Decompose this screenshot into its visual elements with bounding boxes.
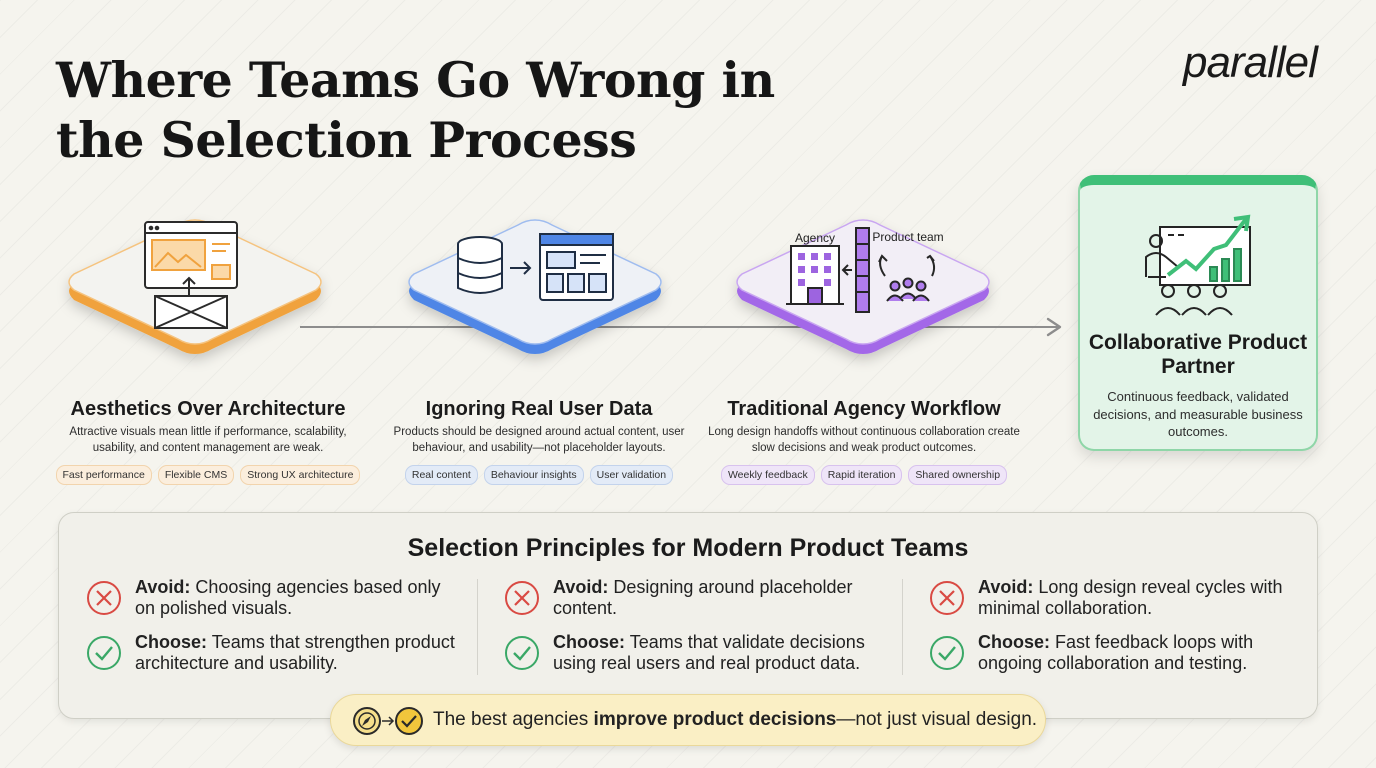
product-team-label: Product team: [872, 230, 943, 244]
choose-text: Choose: Teams that strengthen product ar…: [135, 632, 465, 674]
agency-wall-team-icon: [786, 227, 936, 313]
chip: Real content: [404, 465, 478, 485]
diamond-user-data: [408, 219, 662, 354]
choose-label: Choose:: [135, 632, 207, 652]
callout-suffix: —not just visual design.: [836, 709, 1038, 730]
callout-text: The best agencies improve product decisi…: [433, 709, 1037, 731]
partner-description: Continuous feedback, validated decisions…: [1093, 389, 1303, 439]
chip: Weekly feedback: [720, 465, 815, 485]
flow-arrowhead: [1046, 317, 1062, 337]
presentation-growth-chart-icon: [1145, 214, 1251, 316]
principles-title: Selection Principles for Modern Product …: [407, 534, 969, 562]
card-title-agency-workflow: Traditional Agency Workflow: [727, 398, 1001, 420]
chip: Shared ownership: [908, 465, 1008, 485]
callout-prefix: The best agencies: [433, 709, 594, 730]
chip: Rapid iteration: [820, 465, 903, 485]
avoid-x-icon: [87, 581, 121, 615]
partner-card: Collaborative Product Partner Continuous…: [1078, 175, 1318, 451]
page-title: Where Teams Go Wrong in the Selection Pr…: [56, 51, 775, 169]
choose-label: Choose:: [553, 632, 625, 652]
callout-emphasis: improve product decisions: [593, 709, 837, 730]
database-to-layout-icon: [457, 233, 614, 301]
card-desc-agency-workflow: Long design handoffs without continuous …: [708, 426, 1020, 454]
callout-icons: [353, 707, 423, 735]
chip: Strong UX architecture: [240, 465, 361, 485]
partner-title: Collaborative Product Partner: [1088, 331, 1308, 378]
chip-group-aesthetics: Fast performance Flexible CMS Strong UX …: [38, 465, 378, 485]
chip: Flexible CMS: [157, 465, 235, 485]
column-divider: [902, 579, 903, 675]
avoid-text: Avoid: Choosing agencies based only on p…: [135, 577, 465, 619]
avoid-text: Avoid: Long design reveal cycles with mi…: [978, 577, 1308, 619]
choose-check-icon: [505, 636, 539, 670]
choose-label: Choose:: [978, 632, 1050, 652]
avoid-body: Designing around placeholder content.: [553, 577, 853, 618]
check-circle-icon: [395, 707, 423, 735]
card-title-user-data: Ignoring Real User Data: [425, 398, 653, 420]
avoid-label: Avoid:: [978, 577, 1034, 597]
chip: Behaviour insights: [483, 465, 584, 485]
avoid-body: Choosing agencies based only on polished…: [135, 577, 441, 618]
choose-text: Choose: Fast feedback loops with ongoing…: [978, 632, 1308, 674]
wireframe-layout-icon: [144, 221, 238, 329]
choose-body: Teams that strengthen product architectu…: [135, 632, 455, 673]
flow-diagram: Agency Product team: [68, 219, 1062, 354]
key-takeaway-callout: The best agencies improve product decisi…: [330, 694, 1046, 746]
avoid-body: Long design reveal cycles with minimal c…: [978, 577, 1283, 618]
avoid-text: Avoid: Designing around placeholder cont…: [553, 577, 883, 619]
chip: User validation: [589, 465, 674, 485]
choose-check-icon: [87, 636, 121, 670]
compass-icon: [353, 707, 381, 735]
card-desc-user-data: Products should be designed around actua…: [393, 426, 685, 454]
card-title-aesthetics: Aesthetics Over Architecture: [70, 398, 346, 420]
chip-group-user-data: Real content Behaviour insights User val…: [369, 465, 709, 485]
avoid-label: Avoid:: [135, 577, 191, 597]
choose-check-icon: [930, 636, 964, 670]
brand-logo: parallel: [1183, 38, 1318, 87]
agency-label: Agency: [795, 231, 835, 245]
avoid-x-icon: [930, 581, 964, 615]
chip-group-agency-workflow: Weekly feedback Rapid iteration Shared o…: [694, 465, 1034, 485]
choose-body: Fast feedback loops with ongoing collabo…: [978, 632, 1254, 673]
card-desc-aesthetics: Attractive visuals mean little if perfor…: [69, 426, 347, 454]
choose-text: Choose: Teams that validate decisions us…: [553, 632, 883, 674]
avoid-label: Avoid:: [553, 577, 609, 597]
choose-body: Teams that validate decisions using real…: [553, 632, 865, 673]
selection-principles-panel: Selection Principles for Modern Product …: [58, 512, 1318, 719]
chip: Fast performance: [55, 465, 152, 485]
avoid-x-icon: [505, 581, 539, 615]
column-divider: [477, 579, 478, 675]
